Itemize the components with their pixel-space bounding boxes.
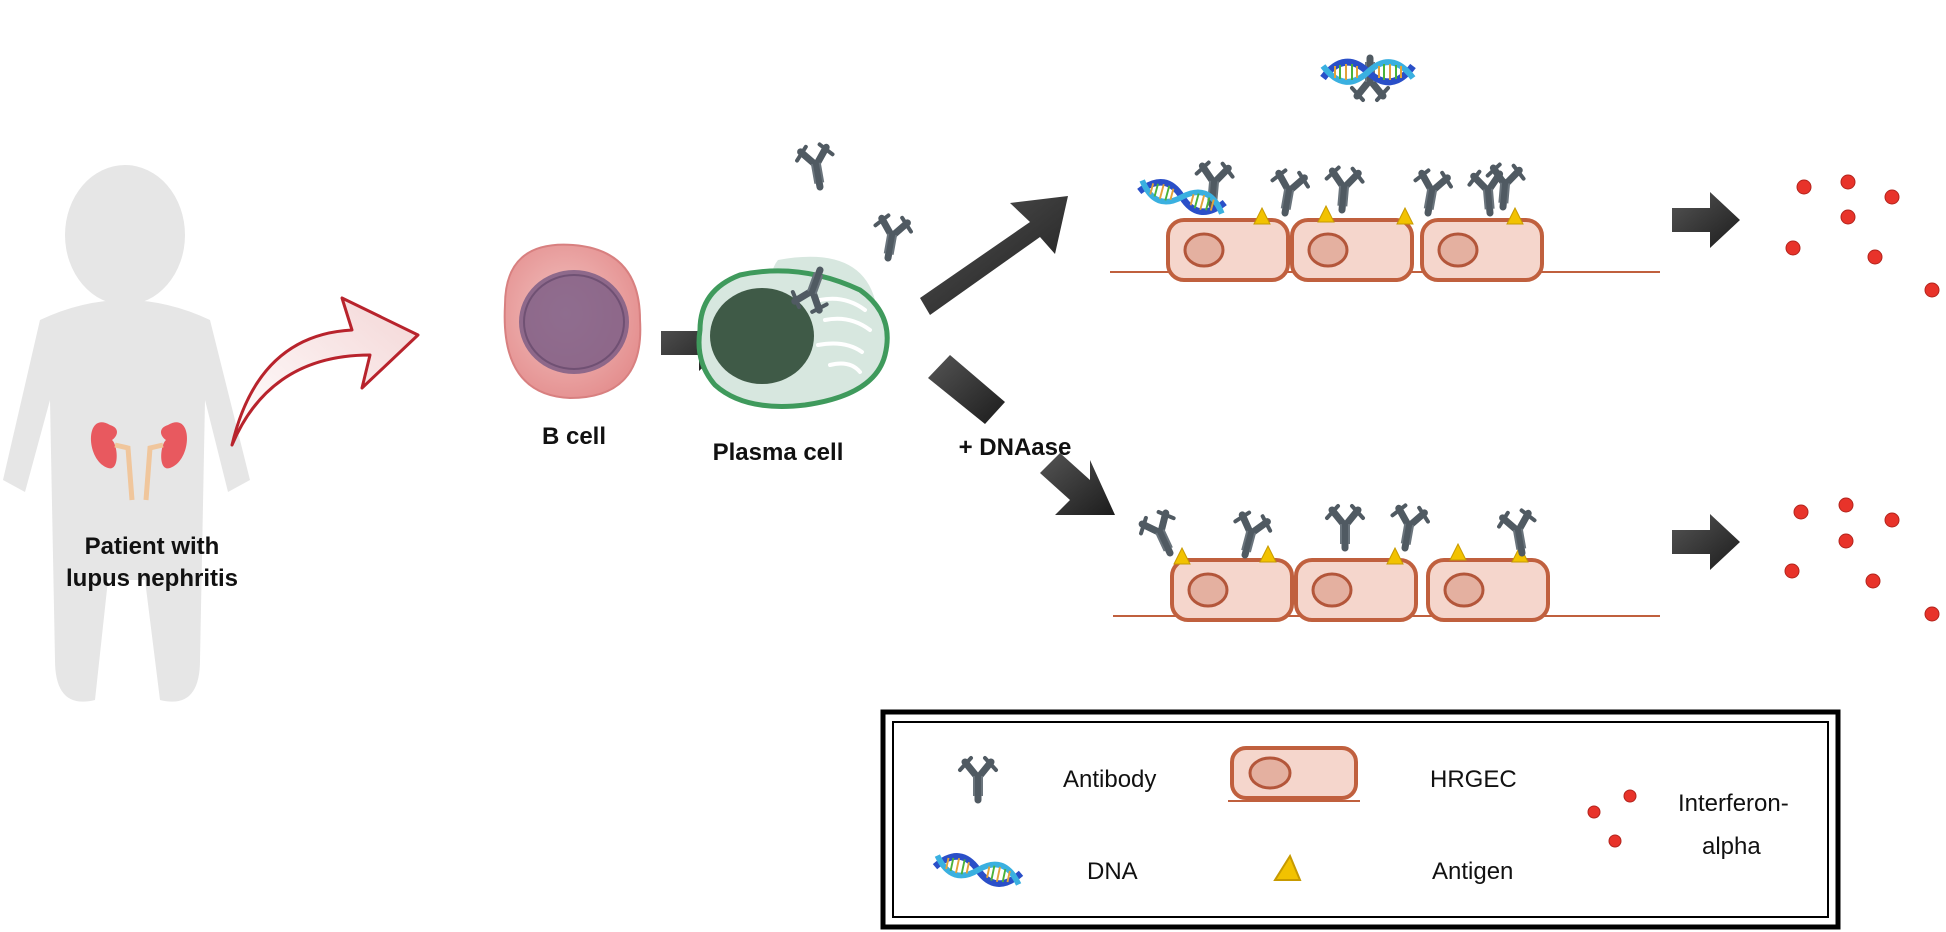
b-cell	[503, 243, 642, 400]
antibody-icon	[1267, 169, 1310, 217]
antibody-icon	[795, 143, 838, 191]
kidney-right-icon	[143, 422, 188, 501]
antibody-icon	[1497, 509, 1540, 557]
plasma-cell-label: Plasma cell	[713, 439, 844, 466]
antigen-icon	[1273, 853, 1302, 881]
plasma-cell	[696, 256, 890, 409]
legend-interferon-line2: alpha	[1702, 833, 1761, 860]
kidney-left-icon	[90, 422, 135, 501]
dnaase-label: + DNAase	[959, 434, 1072, 461]
antibody-icon	[1387, 504, 1430, 552]
legend-antibody-label: Antibody	[1063, 766, 1156, 793]
antigen-icon	[1317, 205, 1335, 223]
hrgec-cell	[1426, 558, 1550, 622]
antigen-icon	[1386, 547, 1404, 565]
antigen-icon	[1173, 547, 1191, 565]
interferon-dots-top	[1785, 174, 1940, 298]
antigen-icon	[1259, 545, 1277, 563]
hrgec-cell	[1420, 218, 1544, 282]
hrgec-cell	[1166, 218, 1290, 282]
antigen-icon	[1449, 543, 1467, 561]
interferon-dots-bottom	[1784, 497, 1940, 622]
legend: Antibody HRGEC Interferon- alpha DNA Ant…	[880, 709, 1841, 930]
top-panel	[1110, 58, 1660, 282]
patient-label-line2: lupus nephritis	[66, 565, 238, 592]
antigen-icon	[1506, 207, 1524, 225]
legend-dna-label: DNA	[1087, 858, 1138, 885]
arrow-to-interferon-bottom	[1672, 514, 1740, 570]
interferon-legend-icon	[1587, 789, 1637, 848]
outline-curved-arrow	[230, 296, 420, 447]
arrow-to-bottom-panel-head	[1040, 453, 1115, 515]
patient-label-line1: Patient with	[85, 533, 220, 560]
legend-hrgec-label: HRGEC	[1430, 766, 1517, 793]
hrgec-cell	[1170, 558, 1294, 622]
arrow-to-interferon-top	[1672, 192, 1740, 248]
antibody-icon	[1324, 167, 1364, 212]
b-cell-label: B cell	[542, 423, 606, 450]
antibody-icon	[1136, 507, 1186, 560]
legend-antigen-label: Antigen	[1432, 858, 1513, 885]
hrgec-legend-icon	[1228, 746, 1360, 802]
arrow-to-top-panel	[920, 196, 1068, 315]
antigen-icon	[1253, 207, 1271, 225]
antibody-icon	[1410, 169, 1453, 217]
hrgec-cell	[1294, 558, 1418, 622]
antibody-icon	[870, 214, 913, 262]
legend-interferon-line1: Interferon-	[1678, 790, 1789, 817]
antibody-icon	[1327, 506, 1363, 548]
hrgec-cell	[1290, 218, 1414, 282]
arrow-to-bottom-panel	[928, 355, 1005, 424]
antigen-icon	[1396, 207, 1414, 225]
bottom-panel	[1113, 504, 1660, 622]
patient-silhouette	[3, 165, 250, 702]
